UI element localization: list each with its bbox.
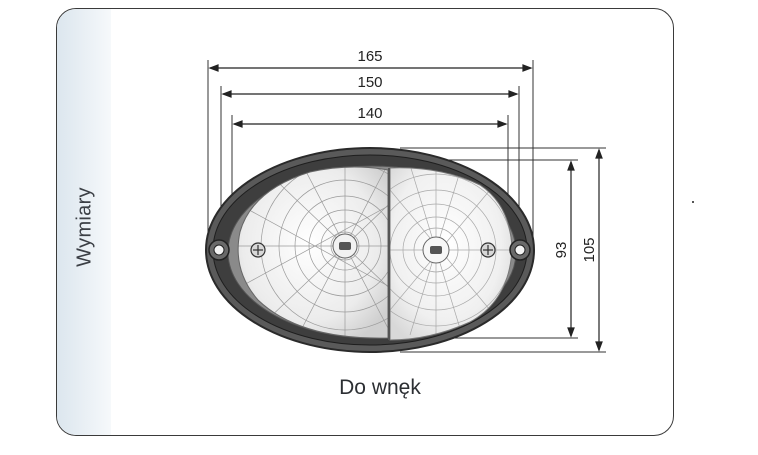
lamp: [205, 147, 535, 353]
screw-right-icon: [480, 242, 496, 258]
dim-width-mid: 150: [357, 74, 382, 91]
mount-hole-left-icon: [208, 239, 230, 261]
side-band: [57, 9, 111, 435]
dim-height-inner: 93: [553, 242, 570, 259]
dim-width-inner: 140: [357, 105, 382, 122]
dim-height-outer: 105: [581, 237, 598, 262]
stray-dot: [692, 201, 694, 203]
dim-width-outer: 165: [357, 48, 382, 65]
caption: Do wnęk: [339, 376, 421, 399]
screw-left-icon: [250, 242, 266, 258]
dimension-lines: [208, 64, 603, 352]
mount-hole-right-icon: [509, 239, 531, 261]
